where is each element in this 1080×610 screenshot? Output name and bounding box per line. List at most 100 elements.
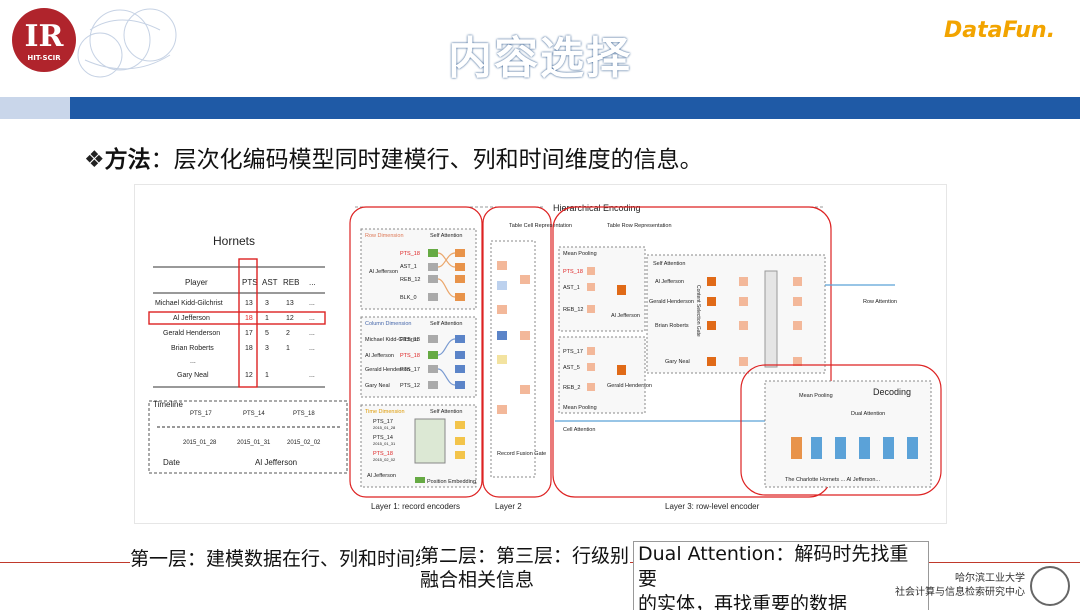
datafun-logo: DataFun. [944, 18, 1056, 43]
diamond-bullet-icon: ❖ [84, 147, 105, 173]
table-cell: 18 [245, 345, 253, 352]
row-entity: Al Jefferson [369, 269, 398, 275]
timeline-label: Timeline [153, 400, 183, 409]
table-cell: Brian Roberts [171, 345, 214, 352]
caption-fusion: 融合相关信息 [420, 569, 535, 591]
layer2-label: Layer 2 [495, 502, 522, 511]
decoding-outline [740, 364, 942, 496]
decoder-blocks [791, 437, 918, 459]
team-name: Hornets [213, 234, 255, 248]
mean-pooling-label: Mean Pooling [563, 405, 597, 411]
table-cell: ... [309, 345, 315, 352]
timeline-point: PTS_14 [243, 411, 265, 417]
self-attention-label: Self Attention [653, 261, 685, 267]
col-player: Gary Neal [365, 383, 390, 389]
time-date: 2015_01_31 [373, 441, 396, 446]
row2-item: PTS_17 [563, 349, 583, 355]
table-cell: 12 [286, 315, 294, 322]
col-player: Gerald Henderson [365, 367, 410, 373]
brain-graphic: IR HIT-SCIR [0, 0, 260, 100]
caption-dual-attention: Dual Attention：解码时先找重要 的实体，再找重要的数据 [633, 541, 929, 610]
time-date: 2015_02_02 [373, 457, 396, 462]
caption-dual-line2: 的实体，再找重要的数据 [638, 593, 848, 610]
time-date: 2015_01_28 [373, 425, 396, 430]
table-cell: Gerald Henderson [163, 330, 220, 337]
time-item: PTS_17 [373, 419, 393, 425]
table-header-more: ... [309, 278, 316, 287]
time-item: PTS_18 [373, 451, 393, 457]
time-item: PTS_14 [373, 435, 393, 441]
row2-item: REB_2 [563, 385, 580, 391]
row-highlight [148, 311, 326, 325]
layer3-player: Brian Roberts [655, 323, 689, 329]
caption-layer3: 第三层：行级别 [496, 545, 630, 567]
table-cell-highlight: 18 [245, 315, 253, 322]
table-cell: ... [309, 300, 315, 307]
row1-item: AST_1 [563, 285, 580, 291]
table-cell: 17 [245, 330, 253, 337]
self-attention-label: Self Attention [430, 321, 462, 327]
university-seal-icon [1030, 566, 1070, 606]
architecture-diagram: Hierarchical Encoding Hornets Player PTS… [148, 203, 942, 511]
layer3-label: Layer 3: row-level encoder [665, 502, 760, 511]
pts-column-highlight [238, 258, 258, 388]
row-item: AST_1 [400, 264, 417, 270]
decoder-output: The Charlotte Hornets ... Al Jefferson..… [785, 477, 880, 483]
row-item: REB_12 [400, 277, 421, 283]
timeline-point: PTS_18 [293, 411, 315, 417]
caption-layer1: 第一层：建模数据在行、列和时间维度 [130, 544, 454, 571]
row1-item: PTS_18 [563, 269, 583, 275]
hierarchical-encoding-label: Hierarchical Encoding [553, 203, 641, 213]
page-title: 内容选择 [448, 33, 632, 84]
table-cell: 3 [265, 345, 269, 352]
col-player: Al Jefferson [365, 353, 394, 359]
table-cell: 2 [286, 330, 290, 337]
layer3-blocks [587, 267, 802, 391]
row1-entity: Al Jefferson [611, 313, 640, 319]
table-cell: ... [190, 358, 196, 365]
row-item: PTS_18 [400, 251, 420, 257]
timeline-date: 2015_01_28 [183, 440, 217, 446]
row-attention-label: Row Attention [863, 299, 897, 305]
table-cell: 12 [245, 372, 253, 379]
layer1-outline [349, 206, 483, 498]
time-entity: Al Jefferson [367, 473, 396, 479]
col-item: PTS_13 [400, 337, 420, 343]
timeline-date: 2015_02_02 [287, 440, 321, 446]
header-band-accent [0, 97, 70, 119]
self-attention-label: Self Attention [430, 233, 462, 239]
decoding-label: Decoding [873, 387, 911, 397]
layer2-blocks [497, 261, 530, 414]
caption-dual-line1: Dual Attention：解码时先找重要 [638, 543, 909, 590]
layer3-player: Gerald Henderson [649, 299, 694, 305]
col-player: Michael Kidd-Gilchrist [365, 337, 419, 343]
layer1-label: Layer 1: record encoders [371, 502, 460, 511]
table-row-rep-label: Table Row Representation [607, 223, 672, 229]
table-cell: ... [309, 315, 315, 322]
header-band [0, 97, 1080, 119]
caption-layer2-3: 第二层：第三层：行级别 融合相关信息 [420, 544, 630, 592]
table-cell: 13 [286, 300, 294, 307]
method-text: ：层次化编码模型同时建模行、列和时间维度的信息。 [150, 147, 703, 173]
col-item: PTS_17 [400, 367, 420, 373]
table-cell: ... [309, 372, 315, 379]
architecture-figure: Hierarchical Encoding Hornets Player PTS… [134, 184, 947, 524]
time-dimension-label: Time Dimension [365, 409, 405, 415]
row-item: BLK_0 [400, 295, 417, 301]
method-line: ❖方法：层次化编码模型同时建模行、列和时间维度的信息。 [84, 140, 703, 174]
table-header-ast: AST [262, 278, 278, 287]
self-attention-label: Self Attention [430, 409, 462, 415]
decoding-mean-pooling: Mean Pooling [799, 393, 833, 399]
col-item: PTS_18 [400, 353, 420, 359]
scir-logo: IR HIT-SCIR [12, 8, 76, 72]
table-cell: Gary Neal [177, 372, 209, 379]
caption-layer2: 第二层： [420, 545, 497, 567]
content-selection-gate-label: Content Selection Gate [695, 285, 701, 337]
table-header-pts: PTS [242, 278, 258, 287]
column-dimension-label: Column Dimension [365, 321, 411, 327]
layer1-blocks [414, 249, 465, 483]
row1-item: REB_12 [563, 307, 584, 313]
table-cell: Al Jefferson [173, 315, 210, 322]
table-cell: 1 [286, 345, 290, 352]
mean-pooling-label: Mean Pooling [563, 251, 597, 257]
